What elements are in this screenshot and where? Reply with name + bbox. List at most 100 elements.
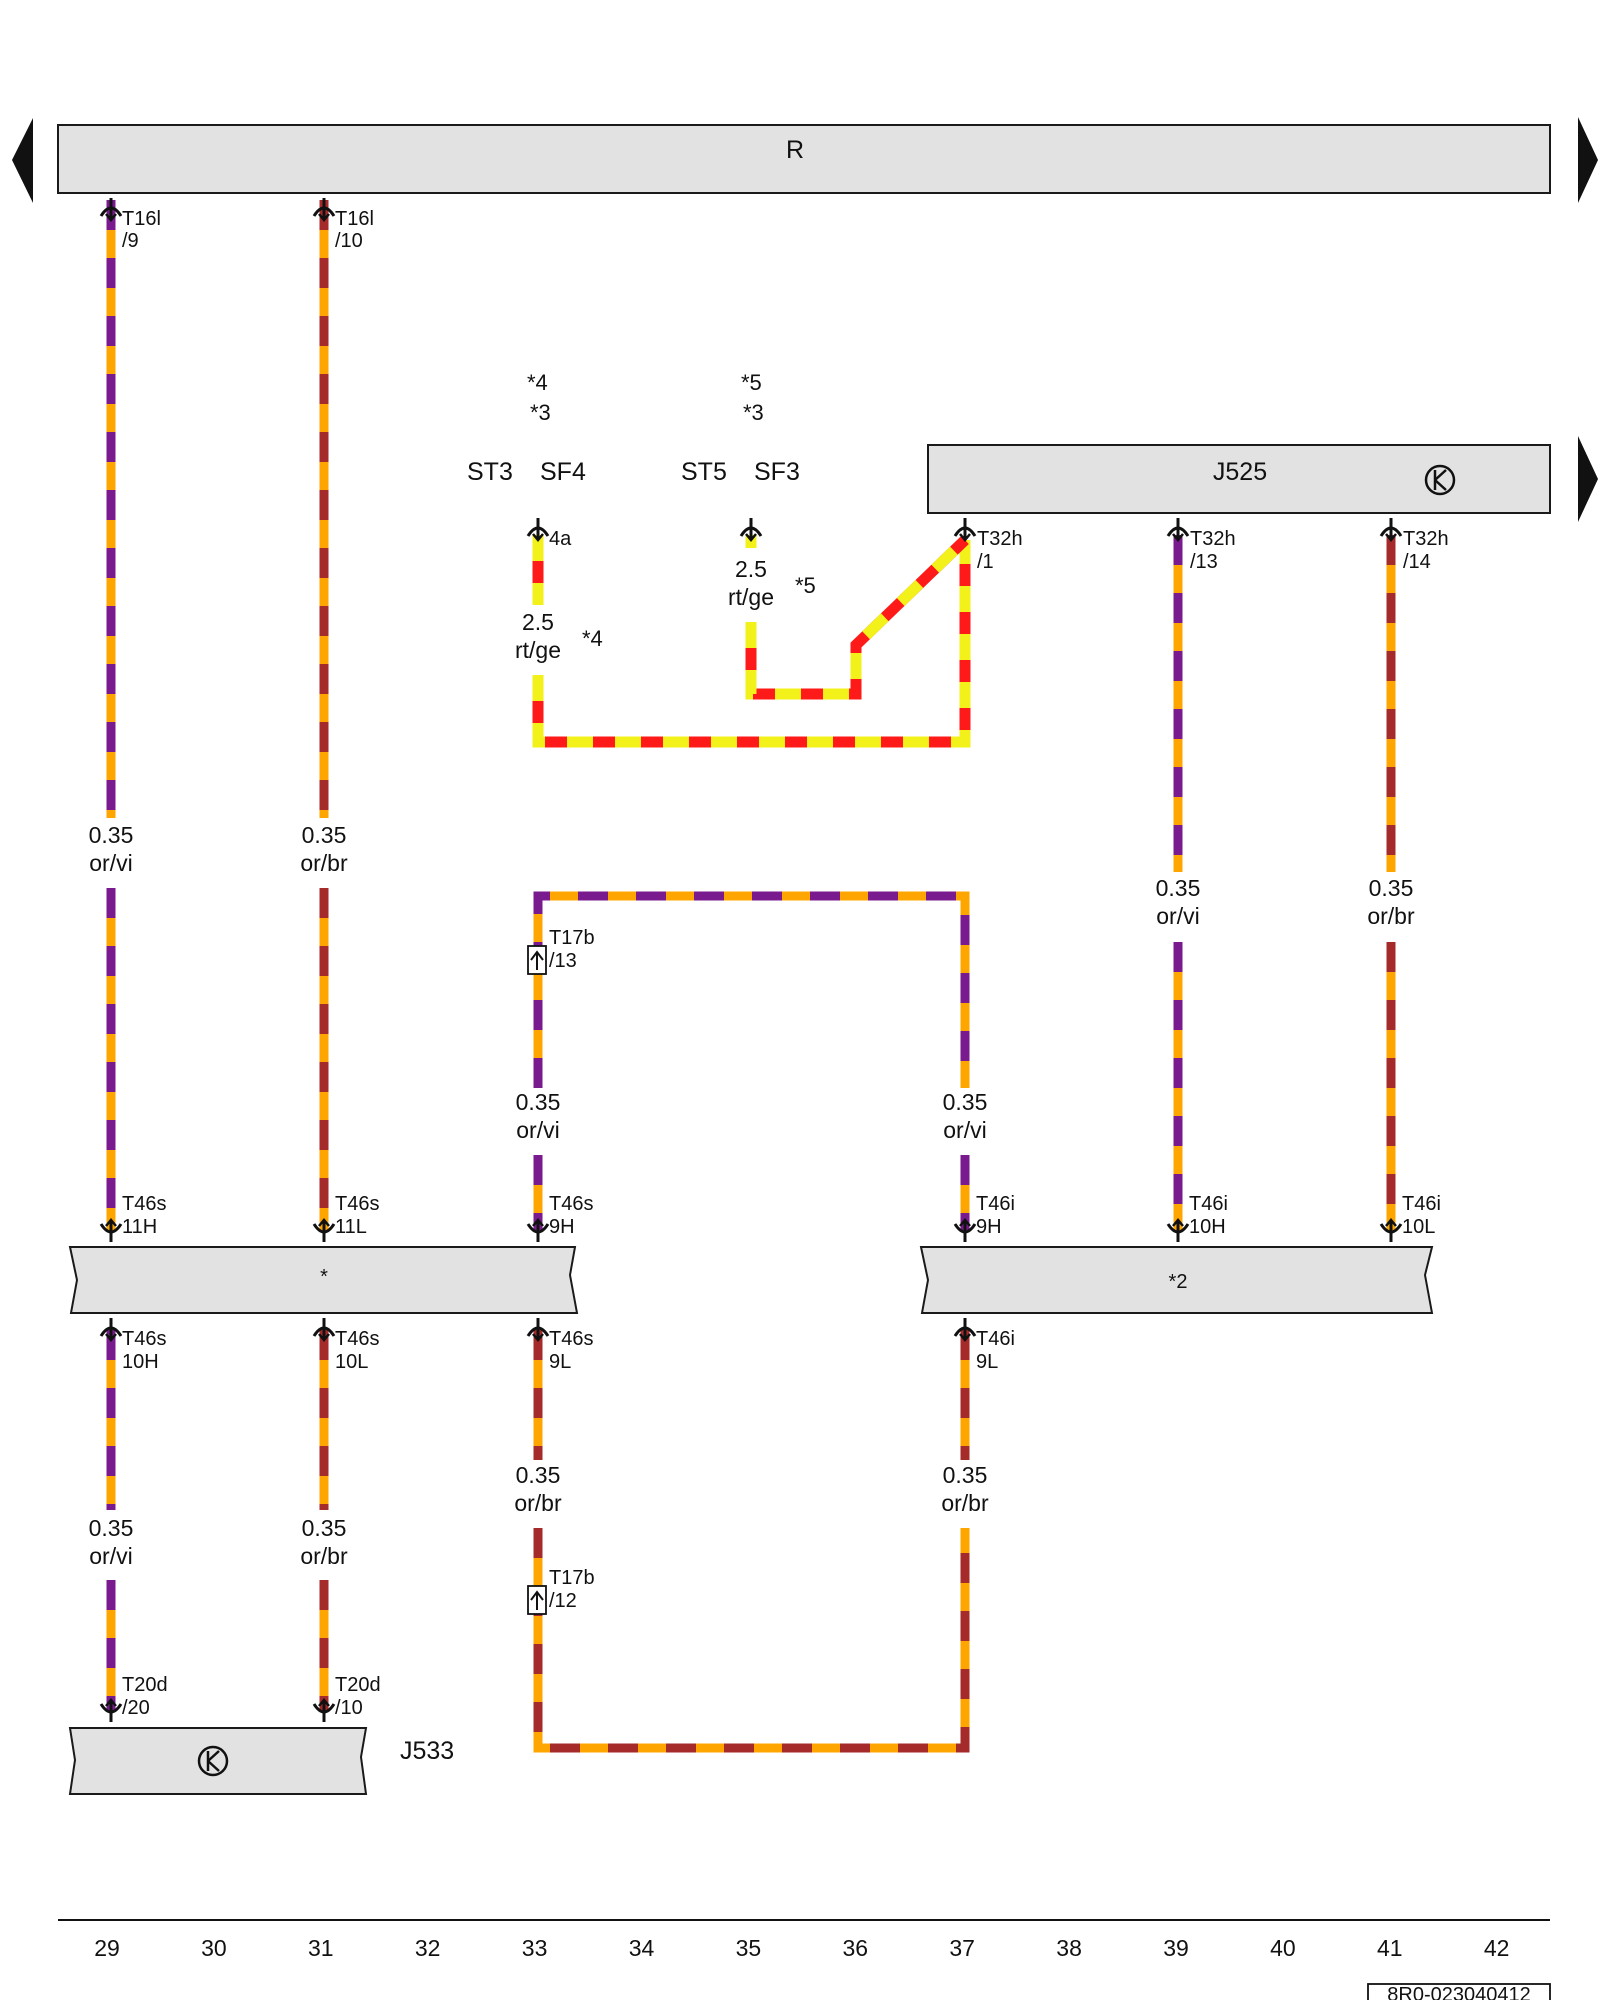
pin-t16l-10-b: /10 bbox=[335, 230, 363, 252]
column-number-33: 33 bbox=[522, 1935, 548, 1961]
component-star2-label: *2 bbox=[1169, 1271, 1188, 1293]
pin-t16l-9-b: /9 bbox=[122, 230, 139, 252]
connector-icon-t20d-10 bbox=[312, 1698, 336, 1722]
connectors-layer bbox=[99, 198, 1403, 1722]
wire-31a-color: or/br bbox=[300, 850, 348, 876]
pin-t46s-11h-b: 11H bbox=[122, 1216, 157, 1238]
pin-t32h-14-a: T32h bbox=[1403, 528, 1449, 550]
column-number-31: 31 bbox=[308, 1935, 334, 1961]
page-nav-arrow-icon-right-j525[interactable] bbox=[1578, 436, 1598, 522]
connector-icon-t46s-10h bbox=[99, 1318, 123, 1342]
pin-4a: 4a bbox=[549, 528, 572, 550]
wire-33c-color: or/br bbox=[514, 1490, 562, 1516]
connector-icon-t46s-10l bbox=[312, 1318, 336, 1342]
pin-t46s-11l-b: 11L bbox=[335, 1216, 367, 1238]
column-number-37: 37 bbox=[949, 1935, 975, 1961]
pin-t46i-10l-a: T46i bbox=[1402, 1193, 1441, 1215]
pin-t46i-9h-a: T46i bbox=[976, 1193, 1015, 1215]
column-number-34: 34 bbox=[629, 1935, 655, 1961]
pin-t32h-14-b: /14 bbox=[1403, 551, 1431, 573]
wire-37b-size: 0.35 bbox=[943, 1089, 988, 1115]
connector-icon-t46s-11h bbox=[99, 1218, 123, 1242]
component-j525-label: J525 bbox=[1213, 458, 1267, 486]
column-number-38: 38 bbox=[1056, 1935, 1082, 1961]
pin-t17b-13-a: T17b bbox=[549, 927, 595, 949]
column-number-35: 35 bbox=[736, 1935, 762, 1961]
pin-t46s-11l-a: T46s bbox=[335, 1193, 379, 1215]
wire-29a-color: or/vi bbox=[89, 850, 132, 876]
document-id: 8R0-023040412 bbox=[1387, 1984, 1530, 2000]
wire-41-color: or/br bbox=[1367, 903, 1415, 929]
wire-sf3-lower bbox=[745, 536, 969, 700]
pin-t17b-13-b: /13 bbox=[549, 950, 577, 972]
column-number-39: 39 bbox=[1163, 1935, 1189, 1961]
splice-sf3-footnote: *3 bbox=[743, 400, 764, 425]
wire-31b-size: 0.35 bbox=[302, 1515, 347, 1541]
connector-icon-4a bbox=[526, 518, 550, 542]
column-number-32: 32 bbox=[415, 1935, 441, 1961]
pin-t46s-10l-b: 10L bbox=[335, 1351, 368, 1373]
pin-t32h-13-a: T32h bbox=[1190, 528, 1236, 550]
pin-t17b-12-a: T17b bbox=[549, 1567, 595, 1589]
pin-t46i-9l-a: T46i bbox=[976, 1328, 1015, 1350]
wire-loop-br-lower bbox=[533, 1528, 970, 1753]
pin-t46s-11h-a: T46s bbox=[122, 1193, 166, 1215]
connector-icon-sf3 bbox=[739, 518, 763, 542]
pin-t20d-10-a: T20d bbox=[335, 1674, 381, 1696]
wire-37c-color: or/br bbox=[941, 1490, 989, 1516]
pin-t20d-20-a: T20d bbox=[122, 1674, 168, 1696]
column-number-42: 42 bbox=[1484, 1935, 1510, 1961]
column-number-41: 41 bbox=[1377, 1935, 1403, 1961]
wire-sf4-color: rt/ge bbox=[515, 637, 561, 663]
splice-st3: ST3 bbox=[467, 458, 513, 486]
column-number-30: 30 bbox=[201, 1935, 227, 1961]
connector-icon-t46i-9h bbox=[953, 1218, 977, 1242]
wire-39-color: or/vi bbox=[1156, 903, 1199, 929]
wire-sf3-note: *5 bbox=[795, 573, 816, 598]
wire-loop-vi-left bbox=[533, 891, 970, 1088]
connector-icon-t17b-13 bbox=[527, 945, 547, 975]
pin-t32h-1-b: /1 bbox=[977, 551, 994, 573]
splice-sf3: SF3 bbox=[754, 458, 800, 486]
wire-31a-size: 0.35 bbox=[302, 822, 347, 848]
page-nav-arrow-icon-right[interactable] bbox=[1578, 117, 1598, 203]
splice-sf4: SF4 bbox=[540, 458, 586, 486]
wire-sf4-note: *4 bbox=[582, 626, 603, 651]
component-r-label: R bbox=[786, 136, 804, 164]
component-star: * bbox=[68, 1246, 579, 1314]
connector-icon-t16l-9 bbox=[99, 198, 123, 222]
pin-t46s-9l-a: T46s bbox=[549, 1328, 593, 1350]
connector-icon-t46s-9h bbox=[526, 1218, 550, 1242]
column-number-40: 40 bbox=[1270, 1935, 1296, 1961]
component-star2: *2 bbox=[919, 1246, 1434, 1314]
column-number-29: 29 bbox=[94, 1935, 120, 1961]
wire-33c-size: 0.35 bbox=[516, 1462, 561, 1488]
pin-t20d-20-b: /20 bbox=[122, 1697, 150, 1719]
pin-t46i-10l-b: 10L bbox=[1402, 1216, 1435, 1238]
pin-t20d-10-b: /10 bbox=[335, 1697, 363, 1719]
connector-icon-t46i-9l bbox=[953, 1318, 977, 1342]
pin-t16l-9-a: T16l bbox=[122, 208, 161, 230]
pin-t17b-12-b: /12 bbox=[549, 1590, 577, 1612]
connector-icon-t32h-14 bbox=[1379, 518, 1403, 542]
component-j525: J525 bbox=[927, 444, 1551, 514]
splice-st5-footnote: *5 bbox=[741, 370, 762, 395]
wire-31b-color: or/br bbox=[300, 1543, 348, 1569]
pin-t46i-9l-b: 9L bbox=[976, 1351, 998, 1373]
pin-t46s-9h-a: T46s bbox=[549, 1193, 593, 1215]
wire-29b-color: or/vi bbox=[89, 1543, 132, 1569]
pin-t46s-9h-b: 9H bbox=[549, 1216, 575, 1238]
splice-sf4-footnote: *3 bbox=[530, 400, 551, 425]
wire-37c-size: 0.35 bbox=[943, 1462, 988, 1488]
pin-t32h-1-a: T32h bbox=[977, 528, 1023, 550]
component-j533-label: J533 bbox=[400, 1737, 454, 1765]
wire-41-size: 0.35 bbox=[1369, 875, 1414, 901]
connector-icon-t46i-10h bbox=[1166, 1218, 1190, 1242]
wires-layer bbox=[106, 200, 1396, 1753]
wire-29b-size: 0.35 bbox=[89, 1515, 134, 1541]
wire-39-size: 0.35 bbox=[1156, 875, 1201, 901]
component-star-label: * bbox=[320, 1266, 328, 1288]
pin-t46i-10h-b: 10H bbox=[1189, 1216, 1226, 1238]
pin-t46i-9h-b: 9H bbox=[976, 1216, 1002, 1238]
page-nav-arrow-icon-left[interactable] bbox=[12, 118, 33, 203]
